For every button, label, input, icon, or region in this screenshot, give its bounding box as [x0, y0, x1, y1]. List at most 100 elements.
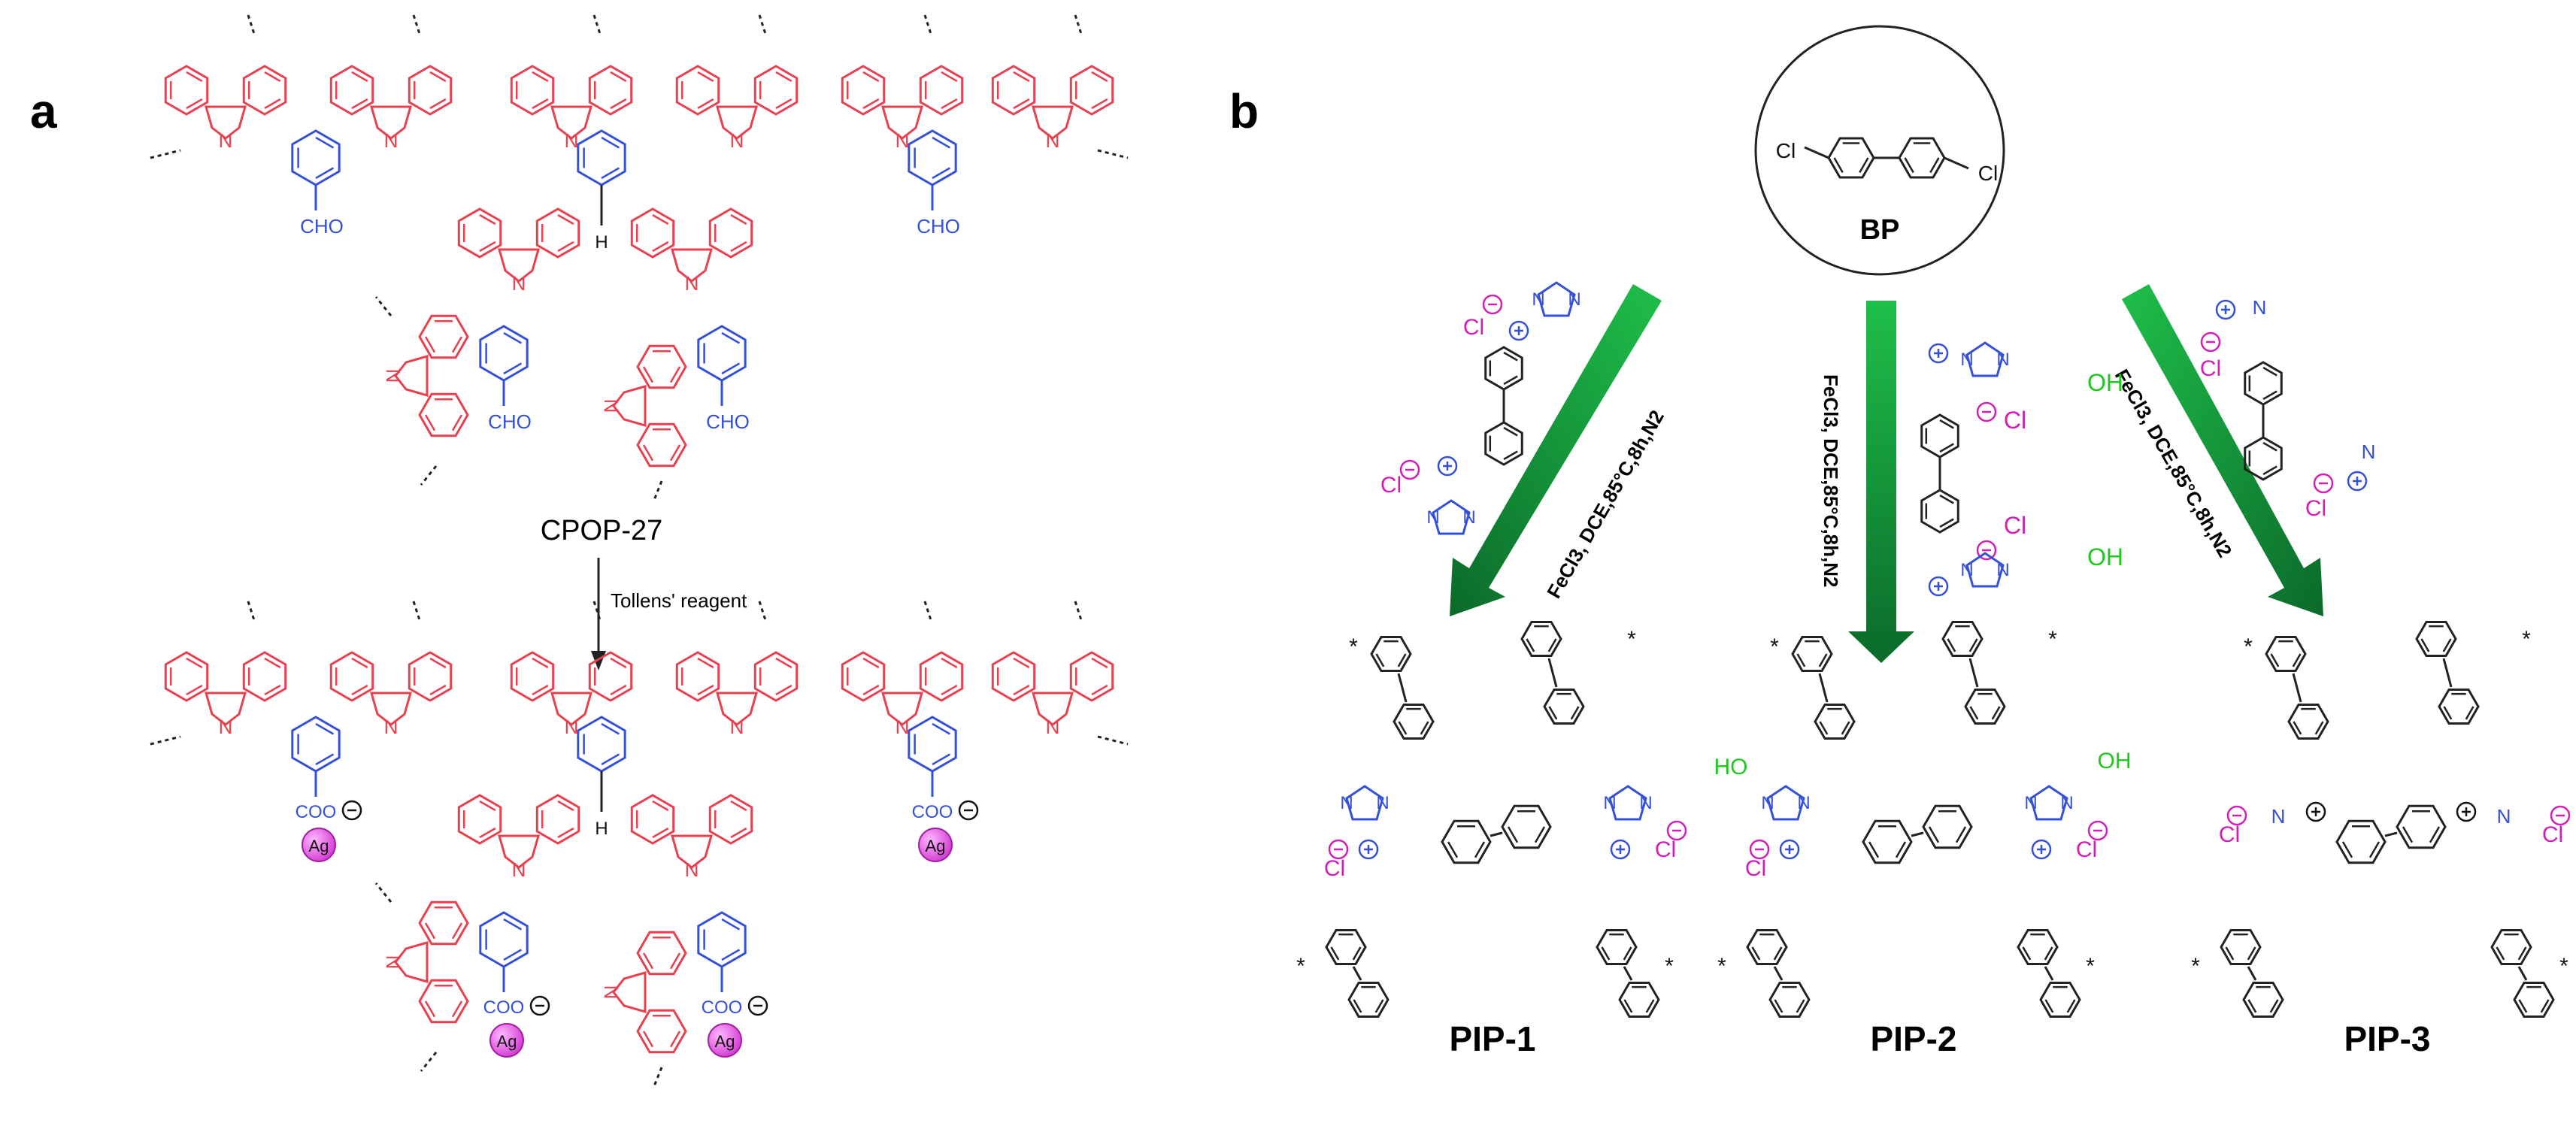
ring-double-bond: [1991, 706, 2001, 720]
carbazole-pyrrole-ring: [550, 105, 592, 140]
benzene-core-a1: [291, 716, 341, 773]
pip-end-star: *: [1665, 954, 1674, 979]
pip-arm-ring: [2490, 928, 2532, 966]
carbazole-ring-right: [588, 65, 633, 116]
dangling-bond-lower: [420, 1052, 438, 1072]
chloride-label-top: Cl: [2004, 407, 2026, 434]
ring-double-bond: [1939, 494, 1954, 504]
carbazole-ring-right: [418, 392, 469, 437]
carbazole-ring-right: [1069, 651, 1114, 702]
ring-double-bond: [669, 444, 681, 462]
pip-arm-link: [2247, 966, 2257, 981]
carbazole-pyrrole-ring: [1032, 692, 1074, 726]
carbazole-ring-right: [242, 65, 287, 116]
ring-double-bond: [721, 949, 741, 961]
dangling-bond-top: [923, 601, 932, 621]
carbazole-pyrrole-ring: [612, 385, 647, 427]
ring-double-bond: [1929, 157, 1940, 174]
dangling-bond-lower: [374, 882, 392, 903]
ring-double-bond: [503, 362, 523, 375]
pip-arm-link: [2517, 966, 2528, 981]
ring-double-bond: [642, 366, 654, 383]
silver-ion-ball: [918, 828, 953, 862]
ring-double-bond: [1547, 638, 1557, 652]
ring-double-bond: [652, 241, 669, 253]
dangling-bond-top: [247, 601, 256, 621]
ring-double-bond: [2022, 946, 2032, 961]
ring-double-bond: [697, 684, 714, 696]
imidazolium-ring-top: [1537, 281, 1576, 317]
carbazole-pyrrole-ring: [394, 355, 429, 397]
pip-arm-ring: [1814, 703, 1856, 740]
ring-double-bond: [1955, 826, 1967, 843]
carboxylate-label: COO: [483, 997, 525, 1018]
ring-double-bond: [557, 213, 574, 225]
ring-double-bond: [351, 657, 368, 669]
ring-double-bond: [1548, 706, 1558, 720]
ring-double-bond: [730, 800, 747, 812]
pip-imidazolium-right: [1608, 785, 1647, 821]
carbazole-ring-left: [636, 931, 687, 976]
ring-double-bond: [1833, 157, 1844, 174]
silver-ion-ball: [489, 1023, 524, 1058]
carbazole-nitrogen: N: [685, 272, 699, 295]
ring-double-bond: [775, 71, 792, 83]
pip-arm-ring: [1618, 981, 1660, 1019]
ring-double-bond: [1928, 826, 1940, 843]
ring-double-bond: [932, 753, 951, 766]
ring-double-bond: [2044, 999, 2054, 1013]
carbazole-ring-left: [991, 651, 1036, 702]
imidazolium-n: N: [1761, 793, 1774, 813]
ring-double-bond: [186, 98, 203, 110]
cpop27-label: CPOP-27: [541, 515, 663, 546]
ammonium-n-bottom: N: [2362, 440, 2376, 463]
aldehyde-label: CHO: [706, 410, 750, 433]
ring-double-bond: [424, 1000, 436, 1018]
carbazole-pyrrole-ring: [1032, 105, 1074, 140]
ring-double-bond: [941, 657, 958, 669]
ring-double-bond: [2442, 638, 2452, 652]
carbazole-pyrrole-ring: [370, 692, 412, 726]
ring-double-bond: [1534, 826, 1546, 843]
ring-double-bond: [601, 136, 620, 149]
ring-double-bond: [941, 684, 958, 696]
carbazole-pyrrole-ring: [394, 941, 429, 983]
benzene-core-a3: [908, 716, 957, 773]
ring-double-bond: [264, 98, 281, 110]
pip-arm-link: [2292, 673, 2302, 703]
carbazole-unit: N: [600, 931, 687, 1054]
ring-double-bond: [721, 918, 741, 931]
ring-double-bond: [1623, 946, 1632, 961]
ring-double-bond: [1091, 71, 1108, 83]
pip-arm-ring: [1520, 620, 1562, 658]
carbazole-pyrrole-ring: [370, 105, 412, 140]
ring-double-bond: [315, 136, 335, 149]
ring-double-bond: [862, 71, 880, 83]
bp-label: BP: [1860, 214, 1900, 246]
ring-double-bond: [2496, 946, 2505, 961]
ring-double-bond: [730, 241, 747, 253]
chloride-label-top: Cl: [1463, 315, 1484, 340]
ring-double-bond: [775, 657, 792, 669]
carbazole-ring-right: [753, 65, 799, 116]
pip-arm-link: [1547, 658, 1558, 688]
ring-double-bond: [186, 657, 203, 669]
ring-double-bond: [721, 331, 741, 344]
ring-double-bond: [186, 71, 203, 83]
pip-arm-ring: [1964, 688, 2006, 725]
ring-double-bond: [1474, 841, 1486, 858]
pip-core-ring-left: [2335, 819, 2387, 864]
pip-arm-ring: [1941, 620, 1984, 658]
ring-double-bond: [503, 331, 523, 344]
dangling-bond-top: [1074, 14, 1083, 35]
pip-arm-ring: [2220, 928, 2262, 966]
pip-core-ring-right: [1501, 804, 1552, 849]
carbazole-ring-left: [418, 900, 469, 946]
dangling-bond-lower: [653, 480, 663, 501]
carbazole-ring-right: [753, 651, 799, 702]
chloride-label-top: Cl: [2200, 356, 2221, 381]
pip-arm-ring: [2513, 981, 2555, 1019]
